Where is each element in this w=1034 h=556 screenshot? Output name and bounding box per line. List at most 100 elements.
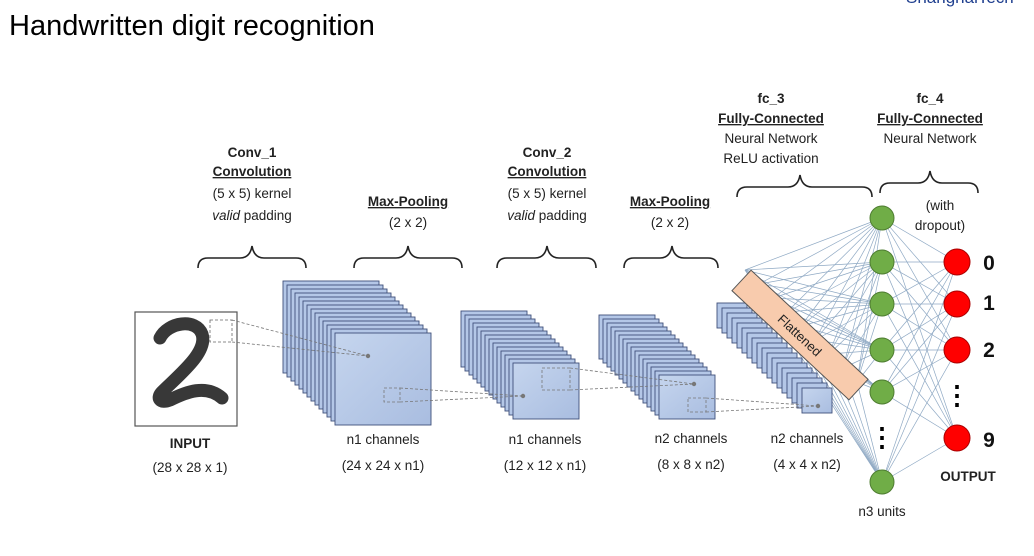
flatten-hidden-connection [814,303,883,341]
output-node [943,248,971,276]
flatten-hidden-connection [814,217,883,341]
block2-dims: (12 x 12 x n1) [504,458,587,473]
conv2-padding: valid padding [507,208,587,223]
block3-title: n2 channels [655,431,728,446]
pool2-map [801,387,833,414]
block2-title: n1 channels [509,432,582,447]
fc3-nodes [869,205,895,495]
output-label: OUTPUT [940,469,996,484]
conv1-map [334,332,432,426]
flatten-hidden-connection [772,297,883,305]
brace-pool1 [353,245,463,269]
hidden-output-connection [881,303,958,483]
fc4-name: fc_4 [916,91,944,106]
fc4-type: Fully-Connected [877,111,983,126]
conv1-kernel: (5 x 5) kernel [213,186,292,201]
output-node [943,336,971,364]
block4-title: n2 channels [771,431,844,446]
flatten-hidden-connection [856,303,883,383]
receptive-field-links [231,319,821,413]
output-ellipsis: ⋮ [944,380,970,410]
hidden-output-connection [881,437,958,483]
pool1-feature-maps [460,310,580,420]
hidden-output-connection [881,349,958,439]
pool1-size: (2 x 2) [389,215,427,230]
hidden-node [869,291,895,317]
flatten-hidden-connection [758,283,883,351]
flatten-hidden-connection [758,261,883,285]
flatten-hidden-connection [856,217,883,383]
fc4-dropout-1: (with [926,198,955,213]
block1-dims: (24 x 24 x n1) [342,458,425,473]
fc4-line1: Neural Network [883,131,976,146]
hidden-ellipsis: ⋮ [869,422,895,452]
block4-dims: (4 x 4 x n2) [773,457,841,472]
hidden-output-connection [881,261,958,305]
hidden-output-connection [881,391,958,439]
conv2-name: Conv_2 [523,145,572,160]
flatten-hidden-connection [842,261,883,369]
output-node [943,424,971,452]
pool2-type: Max-Pooling [630,194,710,209]
hidden-node [869,249,895,275]
page-title: Handwritten digit recognition [9,10,375,42]
conv2-padding-em: valid [507,208,535,223]
hidden-output-connection [881,217,958,305]
flatten-hidden-connection [814,261,883,341]
input-image [134,311,238,427]
flatten-hidden-connection [758,217,883,285]
hidden-node [869,337,895,363]
brace-fc4 [879,170,979,194]
flatten-hidden-connection [800,261,883,327]
hidden-output-connection [881,261,958,483]
brace-conv1 [197,245,307,269]
conv2-map [658,374,716,420]
hidden-output-connection [881,217,958,439]
output-digit-2: 2 [983,339,995,362]
hidden-output-connection [881,261,958,351]
pool1-type: Max-Pooling [368,194,448,209]
hidden-output-connection [881,303,958,393]
conv2-padding-rest: padding [535,208,587,223]
brace-conv2 [496,245,597,269]
pool2-feature-maps [716,302,833,414]
flatten-hidden-connection [800,217,883,327]
units-label: n3 units [858,504,906,519]
fc4-dropout-2: dropout) [915,218,965,233]
fc3-name: fc_3 [757,91,785,106]
brace-pool2 [623,245,719,269]
flatten-hidden-connection [842,217,883,369]
fc3-line1: Neural Network [724,131,817,146]
hidden-node [869,379,895,405]
conv1-type: Convolution [213,164,292,179]
fc3-line2: ReLU activation [723,151,818,166]
hidden-output-connection [881,261,958,393]
conv1-padding: valid padding [212,208,292,223]
conv2-kernel: (5 x 5) kernel [508,186,587,201]
hidden-node [869,205,895,231]
flatten-hidden-connection [786,217,883,313]
conv1-feature-maps [282,280,432,426]
output-digit-0: 0 [983,252,995,275]
hidden-output-connection [881,217,958,351]
input-title: INPUT [170,436,211,451]
conv2-type: Convolution [508,164,587,179]
fc3-type: Fully-Connected [718,111,824,126]
conv1-name: Conv_1 [228,145,277,160]
hidden-node [869,469,895,495]
output-node [943,290,971,318]
flatten-hidden-connection [856,261,883,383]
flatten-hidden-connection [744,269,883,305]
output-nodes [943,248,971,452]
output-digit-1: 1 [983,292,995,315]
flatten-hidden-connection [772,261,883,299]
hidden-output-connection [881,217,958,263]
flatten-hidden-connection [744,261,883,271]
layer-braces [197,170,979,269]
flatten-hidden-connection [744,217,883,271]
pool1-map [512,362,580,420]
hidden-output-connection [881,349,958,483]
block3-dims: (8 x 8 x n2) [657,457,725,472]
output-digit-9: 9 [983,429,995,452]
flatten-hidden-connection [828,217,883,355]
